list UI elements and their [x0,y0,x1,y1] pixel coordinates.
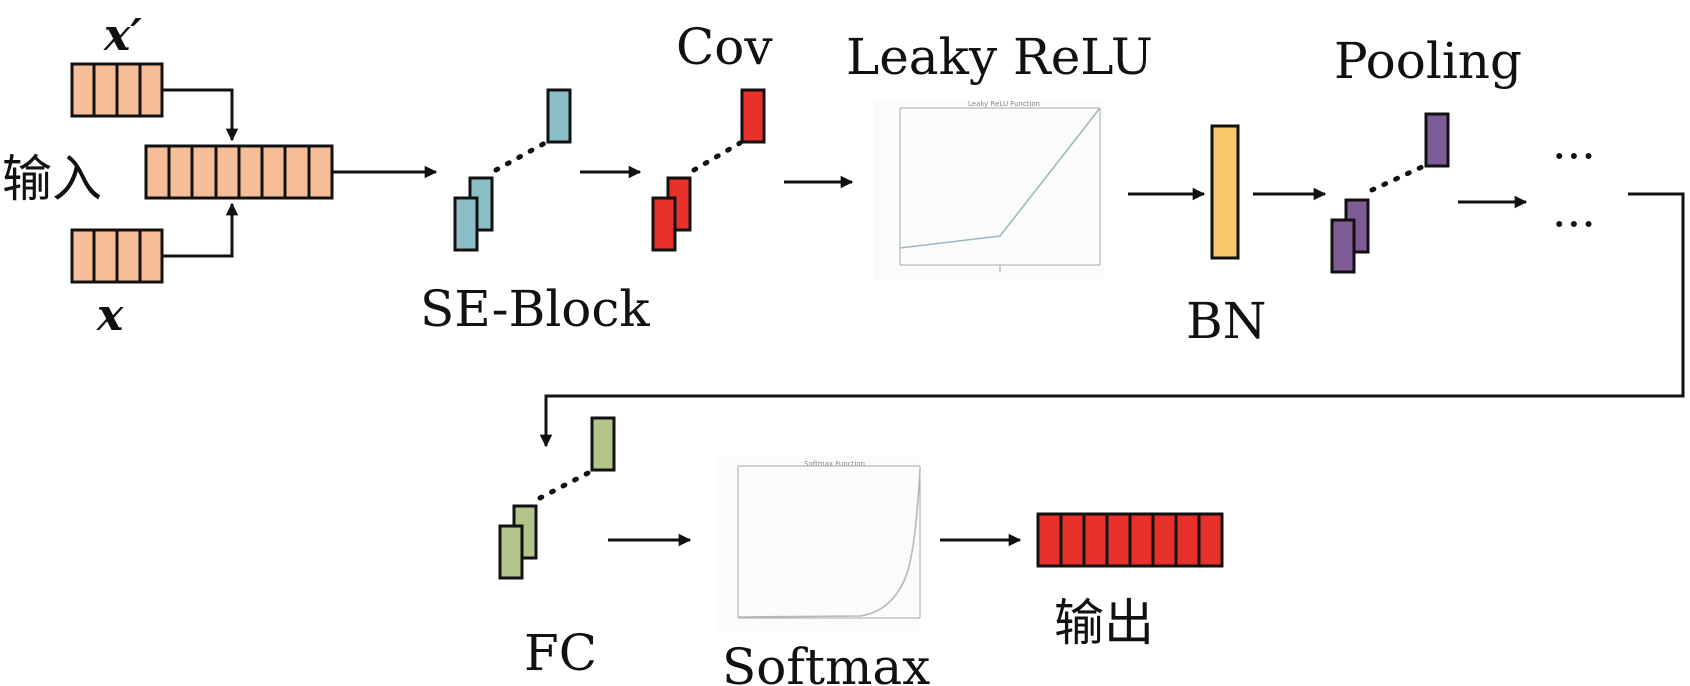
leaky-relu-plot-title: Leaky ReLU Function [968,100,1040,108]
bn-label: BN [1186,292,1267,350]
fc-icon [498,416,616,580]
fc-label: FC [524,624,597,682]
ellipsis-bottom: ··· [1552,197,1596,251]
input-bottom-label: x [96,290,124,341]
merge-arrow-bottom [162,202,239,258]
merge-arrow-top [162,88,239,142]
se-block-label: SE-Block [420,280,650,338]
wrap-connector-arrow [539,192,1685,448]
leaky-relu-plot: Leaky ReLU Function [874,100,1104,280]
pooling-label: Pooling [1334,32,1522,90]
pooling-icon [1330,112,1450,274]
concat-vector [144,144,334,200]
output-vector [1036,512,1224,568]
input-top-label: x′ [103,10,142,61]
input-top-vector [70,62,164,118]
cov-label: Cov [676,18,773,76]
ellipsis-top: ··· [1552,129,1596,183]
cov-icon [651,88,766,252]
bn-icon [1210,124,1240,260]
se-block-icon [453,88,572,252]
input-label: 输入 [2,150,102,208]
softmax-plot: Softmax Function [716,456,921,632]
softmax-plot-title: Softmax Function [804,460,865,468]
leaky-relu-label: Leaky ReLU [846,28,1153,86]
softmax-label: Softmax [722,638,930,686]
output-label: 输出 [1054,594,1154,652]
input-bottom-vector [70,228,164,284]
